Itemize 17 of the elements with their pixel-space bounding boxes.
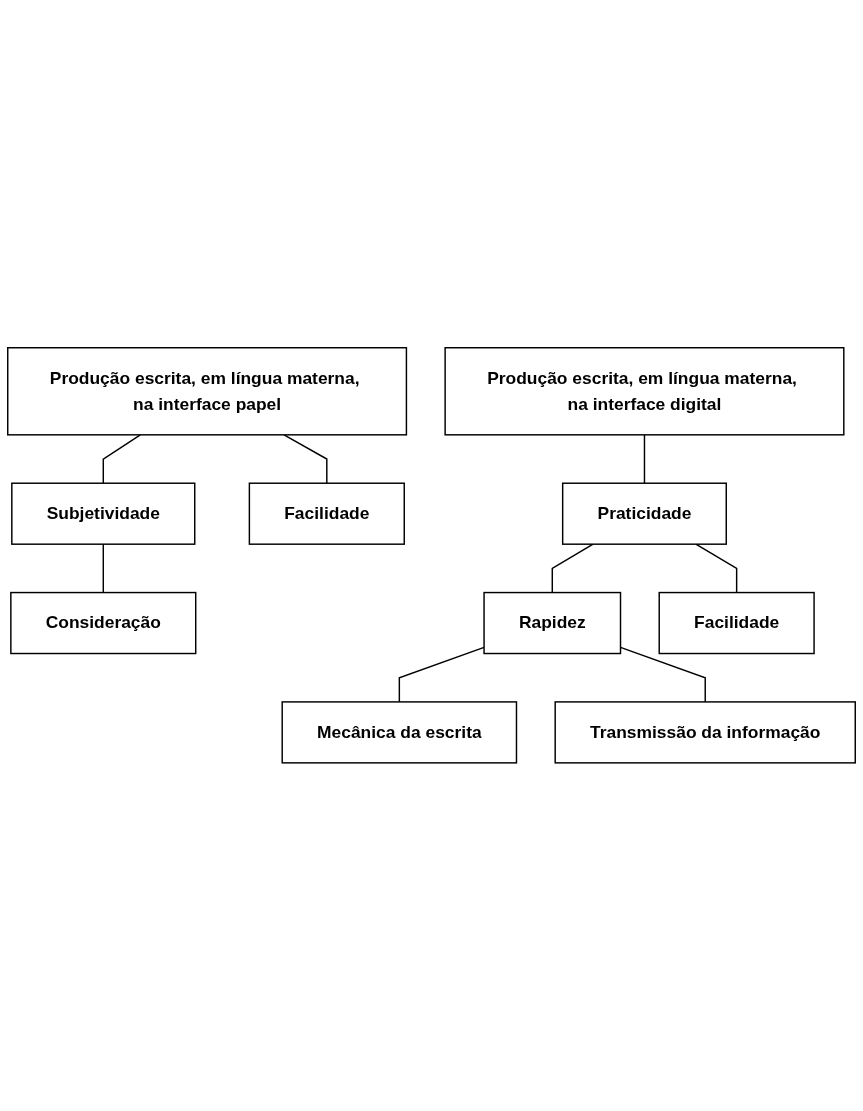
- node-box: Transmissão da informação: [554, 701, 856, 764]
- connector: [102, 543, 104, 594]
- connector: [102, 434, 142, 485]
- node-box: Praticidade: [561, 482, 727, 546]
- node-box: Produção escrita, em língua materna, na interface papel: [7, 347, 408, 436]
- node-box: Subjetividade: [11, 482, 196, 546]
- node-box: Facilidade: [248, 482, 405, 546]
- node-box: Mecânica da escrita: [281, 701, 518, 764]
- node-box: Produção escrita, em língua materna, na interface digital: [444, 347, 845, 436]
- node-box: Facilidade: [658, 592, 815, 655]
- node-box: Consideração: [10, 592, 197, 655]
- node-box: Rapidez: [483, 592, 622, 655]
- connector: [283, 434, 328, 485]
- connector: [695, 543, 738, 594]
- connector: [398, 646, 485, 703]
- connector: [551, 543, 594, 594]
- connector: [643, 434, 646, 485]
